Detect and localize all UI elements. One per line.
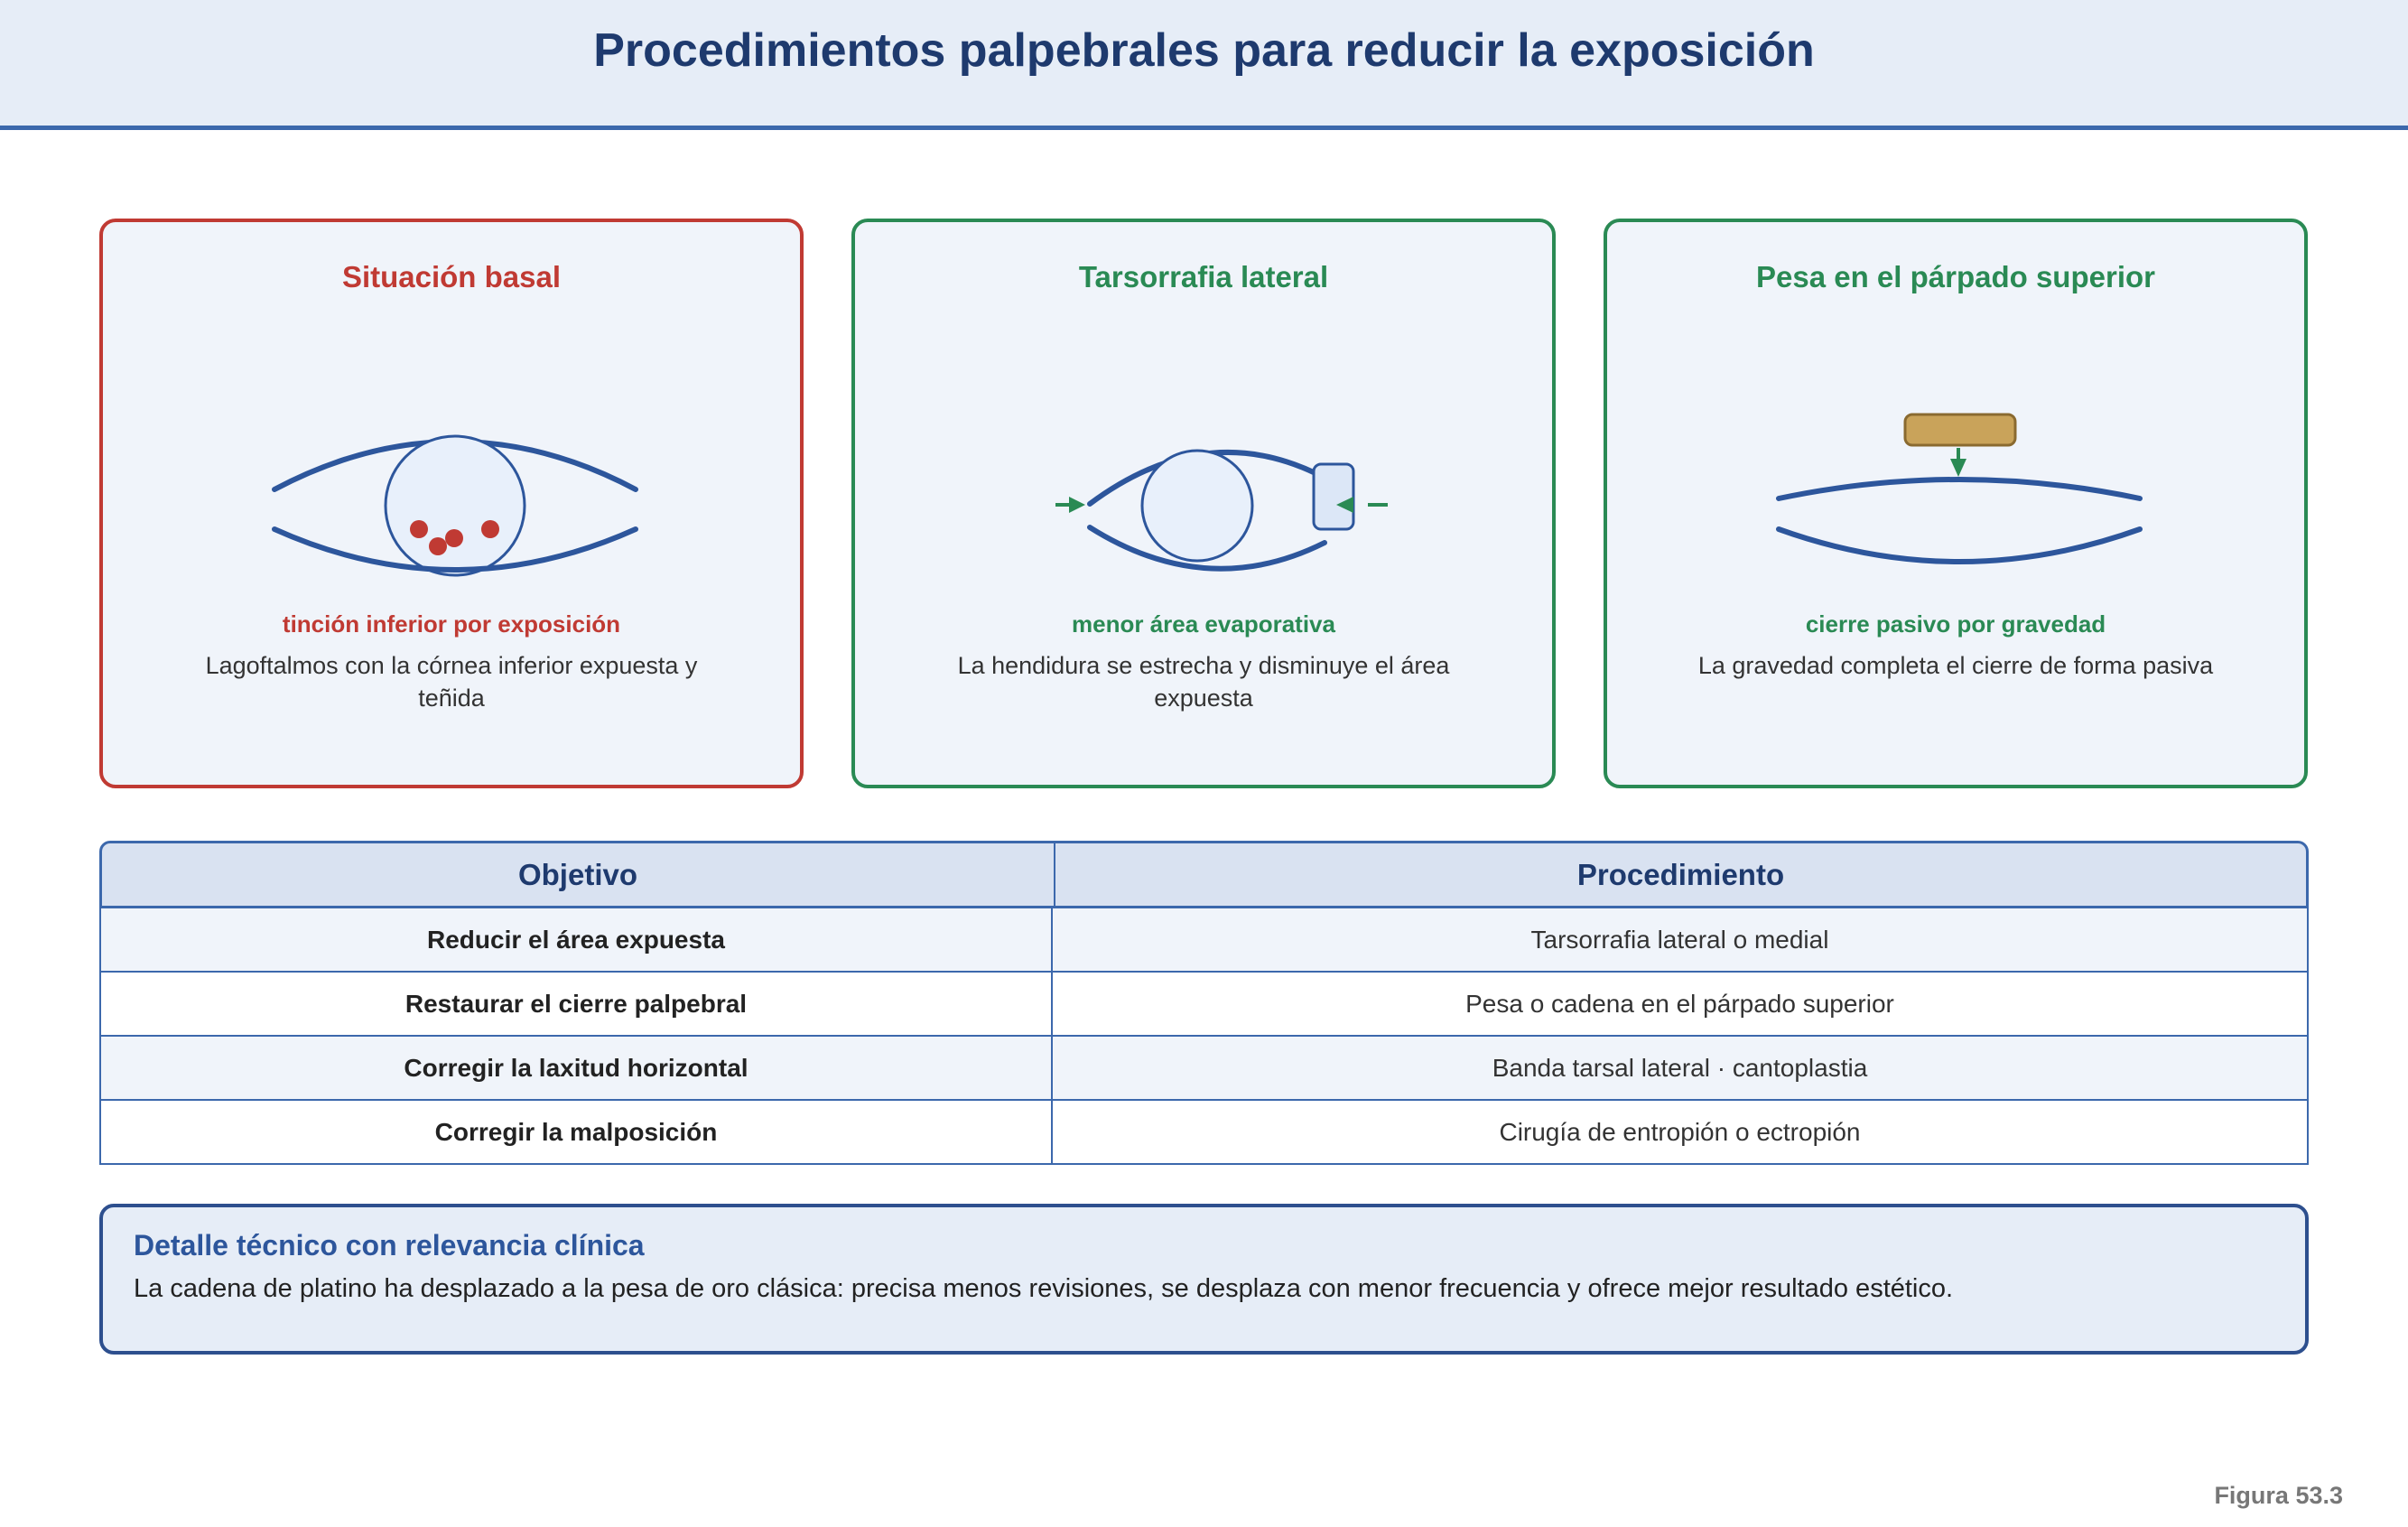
table-row: Reducir el área expuesta Tarsorrafia lat…: [99, 908, 2309, 973]
stain-dot: [481, 520, 499, 538]
panel-description: La gravedad completa el cierre de forma …: [1697, 652, 2214, 679]
figure-label: Figura 53.3: [2214, 1482, 2343, 1509]
arrow-down-icon: [1950, 448, 1966, 477]
panel-note: menor área evaporativa: [1072, 610, 1335, 638]
panel-note: cierre pasivo por gravedad: [1805, 610, 2106, 638]
tarsorrhaphy-eye-diagram: [1055, 449, 1388, 572]
panel-title: Pesa en el párpado superior: [1756, 260, 2155, 293]
header-banner: Procedimientos palpebrales para reducir …: [0, 0, 2408, 130]
procedure-cell: Banda tarsal lateral · cantoplastia: [1492, 1053, 1868, 1082]
table-row: Corregir la malposición Cirugía de entro…: [99, 1101, 2309, 1165]
upper-eyelid: [1776, 477, 2143, 501]
stain-dot: [445, 529, 463, 547]
lid-weight-diagram: [1776, 413, 2143, 564]
panel-baseline: Situación basal tinción inferior por exp…: [99, 219, 804, 788]
procedure-cell: Tarsorrafia lateral o medial: [1530, 925, 1829, 954]
panel-note: tinción inferior por exposición: [282, 610, 621, 638]
page-title: Procedimientos palpebrales para reducir …: [593, 24, 1815, 77]
table-row: Restaurar el cierre palpebral Pesa o cad…: [99, 973, 2309, 1037]
objective-cell: Reducir el área expuesta: [101, 908, 1053, 971]
clinical-note-text: La cadena de platino ha desplazado a la …: [134, 1274, 1954, 1303]
lower-eyelid: [1776, 526, 2143, 564]
column-header-procedure: Procedimiento: [1576, 857, 1785, 891]
cornea: [1140, 449, 1254, 563]
objective-cell: Corregir la laxitud horizontal: [101, 1037, 1053, 1099]
column-header-objective: Objetivo: [102, 843, 1055, 906]
stain-dot: [429, 537, 447, 555]
procedure-cell: Cirugía de entropión o ectropión: [1499, 1117, 1861, 1146]
panel-lid-weight: Pesa en el párpado superior cierre pasiv…: [1604, 219, 2308, 788]
objective-cell: Restaurar el cierre palpebral: [101, 973, 1053, 1035]
cornea: [384, 434, 526, 577]
lower-eyelid: [272, 526, 638, 573]
tarsorrhaphy-suture-block: [1312, 462, 1355, 531]
panel-tarsorrhaphy: Tarsorrafia lateral menor área evaporati…: [851, 219, 1556, 788]
procedure-cell: Pesa o cadena en el párpado superior: [1465, 989, 1894, 1018]
objective-cell: Corregir la malposición: [101, 1101, 1053, 1163]
panel-title: Situación basal: [341, 260, 562, 293]
gold-weight: [1903, 413, 2017, 447]
stain-dot: [410, 520, 428, 538]
table-row: Corregir la laxitud horizontal Banda tar…: [99, 1037, 2309, 1101]
panel-description: La hendidura se estrecha y disminuye el …: [957, 652, 1450, 712]
panel-title: Tarsorrafia lateral: [1078, 260, 1329, 293]
clinical-note-box: Detalle técnico con relevancia clínica L…: [99, 1204, 2309, 1355]
arrow-right-icon: [1055, 497, 1085, 513]
lower-eyelid: [1087, 525, 1327, 572]
baseline-eye-diagram: [272, 434, 638, 577]
arrow-left-icon: [1336, 497, 1388, 513]
clinical-note-title: Detalle técnico con relevancia clínica: [134, 1229, 645, 1262]
table-header: Objetivo Procedimiento: [99, 841, 2309, 908]
panel-description: Lagoftalmos con la córnea inferior expue…: [205, 652, 698, 712]
procedures-table: Objetivo Procedimiento Reducir el área e…: [99, 841, 2309, 1165]
